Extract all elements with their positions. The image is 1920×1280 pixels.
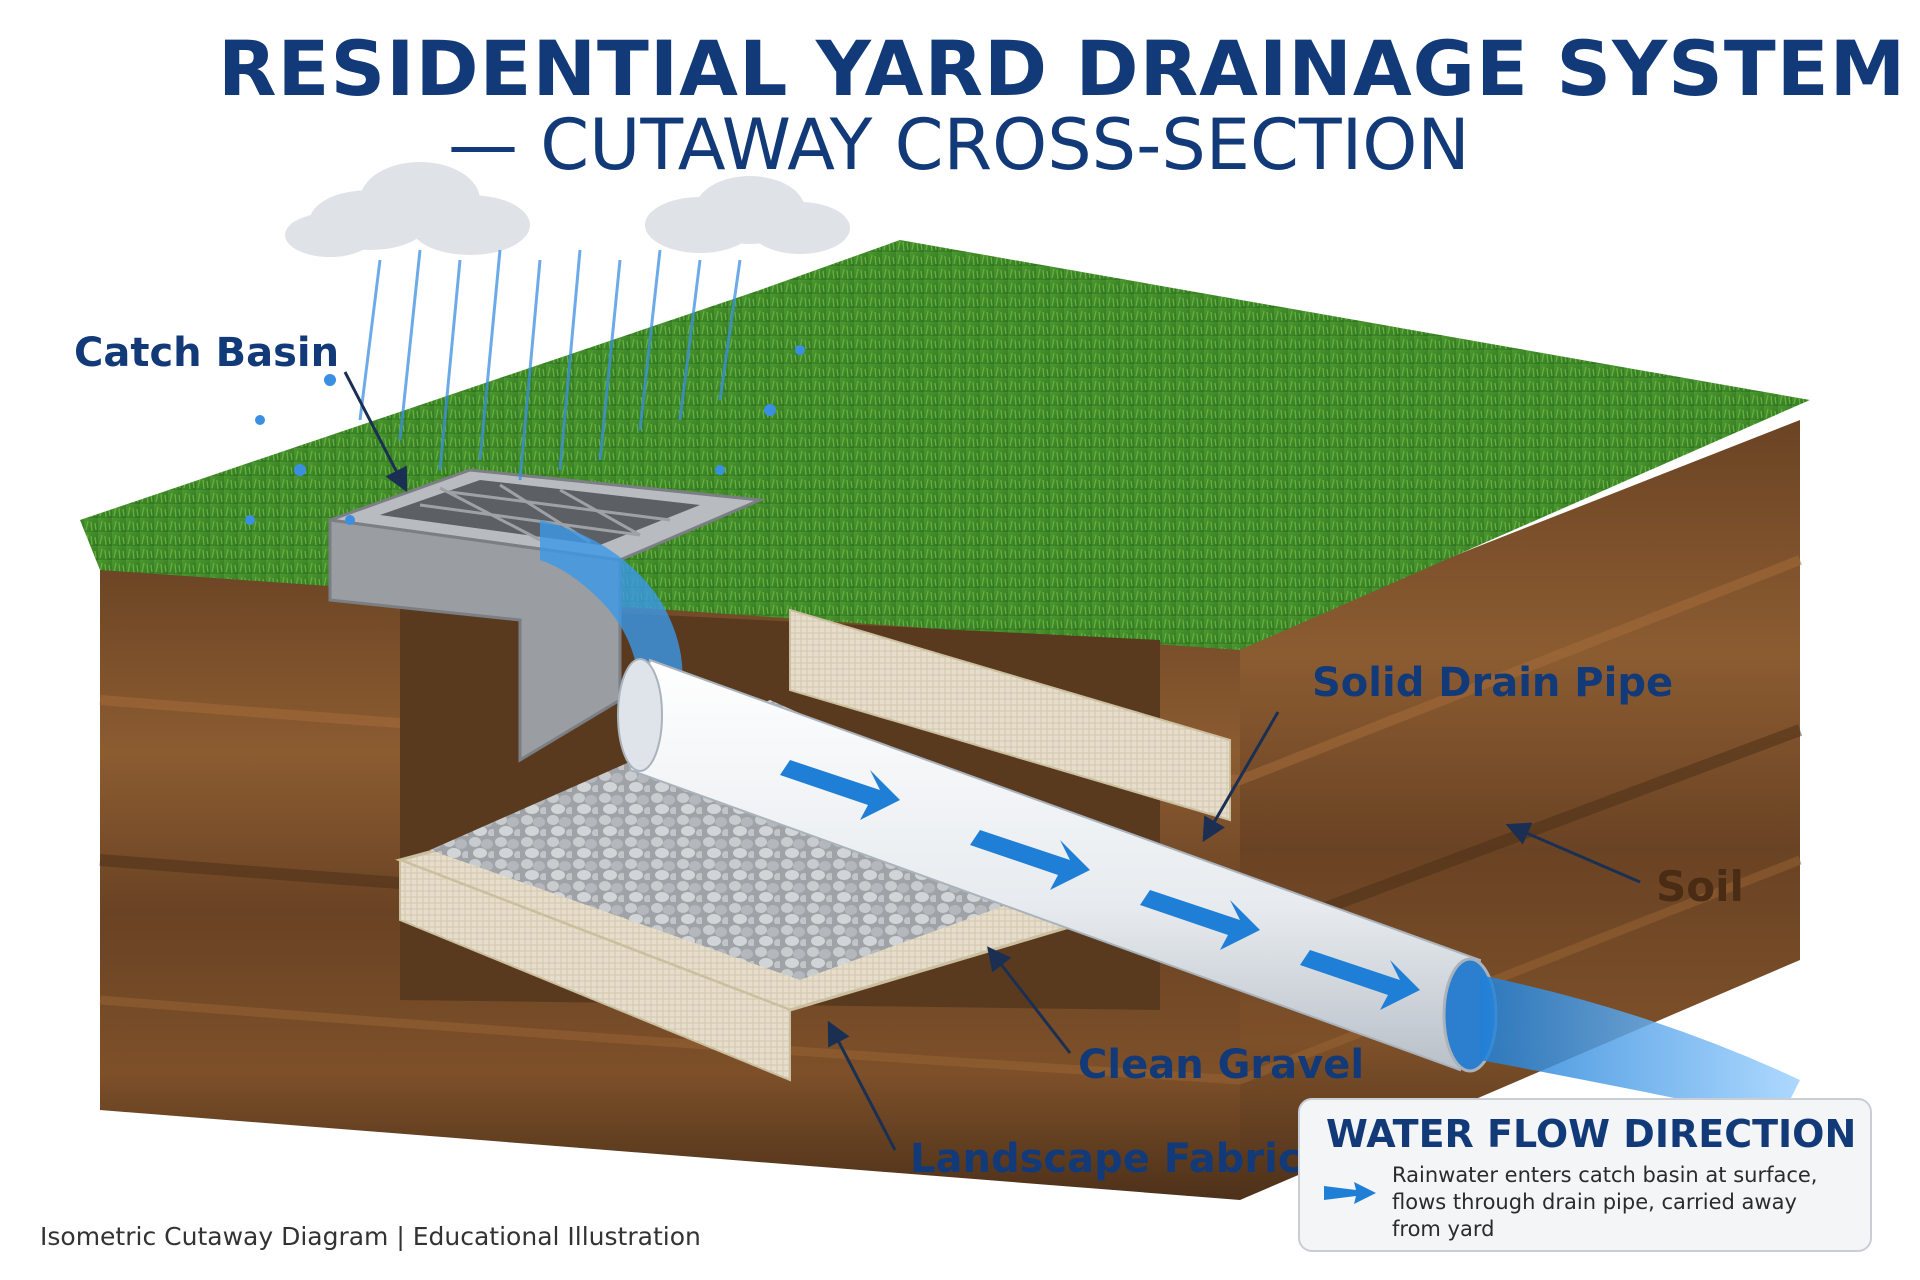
catch-basin-grate — [380, 480, 700, 545]
arrow-right-icon — [1324, 1182, 1376, 1204]
leader-soil — [1505, 822, 1641, 884]
label-landscape-fabric: Landscape Fabric — [910, 1136, 1302, 1182]
label-soil: Soil — [1656, 862, 1744, 911]
label-clean-gravel: Clean Gravel — [1078, 1042, 1365, 1088]
leader-solid-drain-pipe — [1202, 711, 1280, 843]
fabric-back-wall — [789, 608, 1231, 822]
raindrops — [245, 345, 805, 525]
fabric-front-wall — [399, 858, 791, 1082]
water-stream-basin — [540, 520, 683, 700]
footer-caption: Isometric Cutaway Diagram | Educational … — [40, 1222, 701, 1251]
leader-landscape-fabric — [827, 1020, 897, 1151]
leader-catch-basin — [343, 371, 408, 493]
water-flow-legend: WATER FLOW DIRECTION Rainwater enters ca… — [1298, 1098, 1872, 1252]
rain — [358, 249, 742, 481]
callout-leaders — [343, 371, 1641, 1151]
label-catch-basin: Catch Basin — [74, 330, 340, 376]
gravel-bed — [430, 700, 1130, 980]
label-solid-drain-pipe: Solid Drain Pipe — [1312, 660, 1674, 706]
rain-clouds — [285, 162, 850, 257]
page-title: RESIDENTIAL YARD DRAINAGE SYSTEM — [218, 24, 1907, 113]
water-outflow — [1480, 975, 1800, 1120]
legend-title: WATER FLOW DIRECTION — [1326, 1112, 1857, 1156]
legend-description: Rainwater enters catch basin at surface,… — [1392, 1163, 1818, 1241]
leader-clean-gravel — [987, 946, 1072, 1054]
flow-arrows — [780, 760, 1420, 1010]
page-subtitle: — CUTAWAY CROSS-SECTION — [448, 104, 1470, 186]
catch-basin — [328, 468, 766, 763]
